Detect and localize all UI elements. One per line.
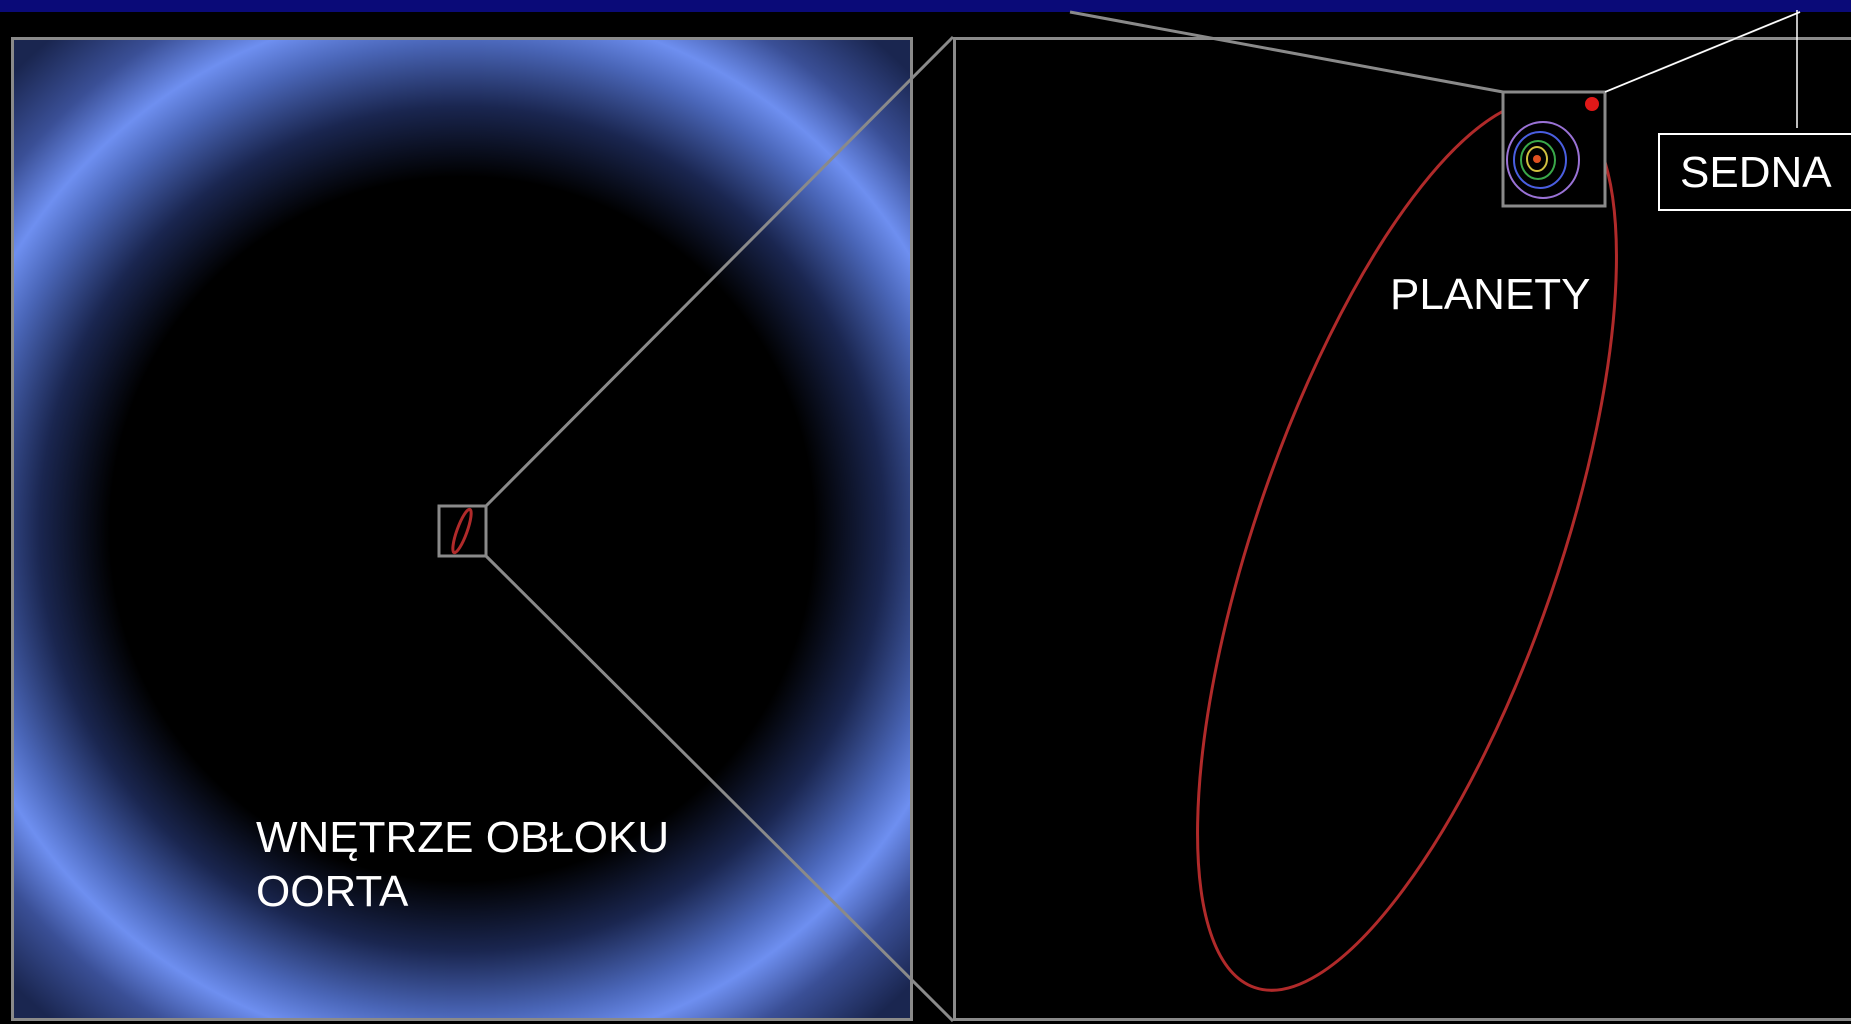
- saturn-orbit: [1520, 140, 1556, 180]
- oort-label-line2: OORTA: [256, 867, 409, 916]
- inner-zoom-box: [437, 504, 488, 558]
- inner-planets: [1533, 155, 1541, 163]
- sedna-pointer-line: [1604, 11, 1801, 93]
- sedna-label-box: [1658, 133, 1851, 211]
- top-title-bar: [0, 0, 1851, 12]
- planets-zoom-line-left: [1069, 10, 1504, 94]
- planets-label: PLANETY: [1390, 270, 1591, 319]
- small-sedna-orbit: [451, 507, 473, 555]
- zoom-line-top: [484, 35, 955, 508]
- sedna-body: [1585, 97, 1599, 111]
- oort-cloud-label: WNĘTRZE OBŁOKU OORTA: [256, 811, 669, 919]
- planets-box: [1501, 90, 1607, 208]
- sedna-orbit: [1196, 98, 1618, 992]
- sedna-label: SEDNA: [1680, 148, 1832, 197]
- oort-panel-frame: [11, 37, 913, 1021]
- neptune-orbit: [1506, 121, 1580, 199]
- jupiter-orbit: [1526, 146, 1548, 172]
- zoom-line-bottom: [484, 554, 955, 1023]
- uranus-orbit: [1513, 131, 1567, 189]
- oort-label-line1: WNĘTRZE OBŁOKU: [256, 813, 670, 862]
